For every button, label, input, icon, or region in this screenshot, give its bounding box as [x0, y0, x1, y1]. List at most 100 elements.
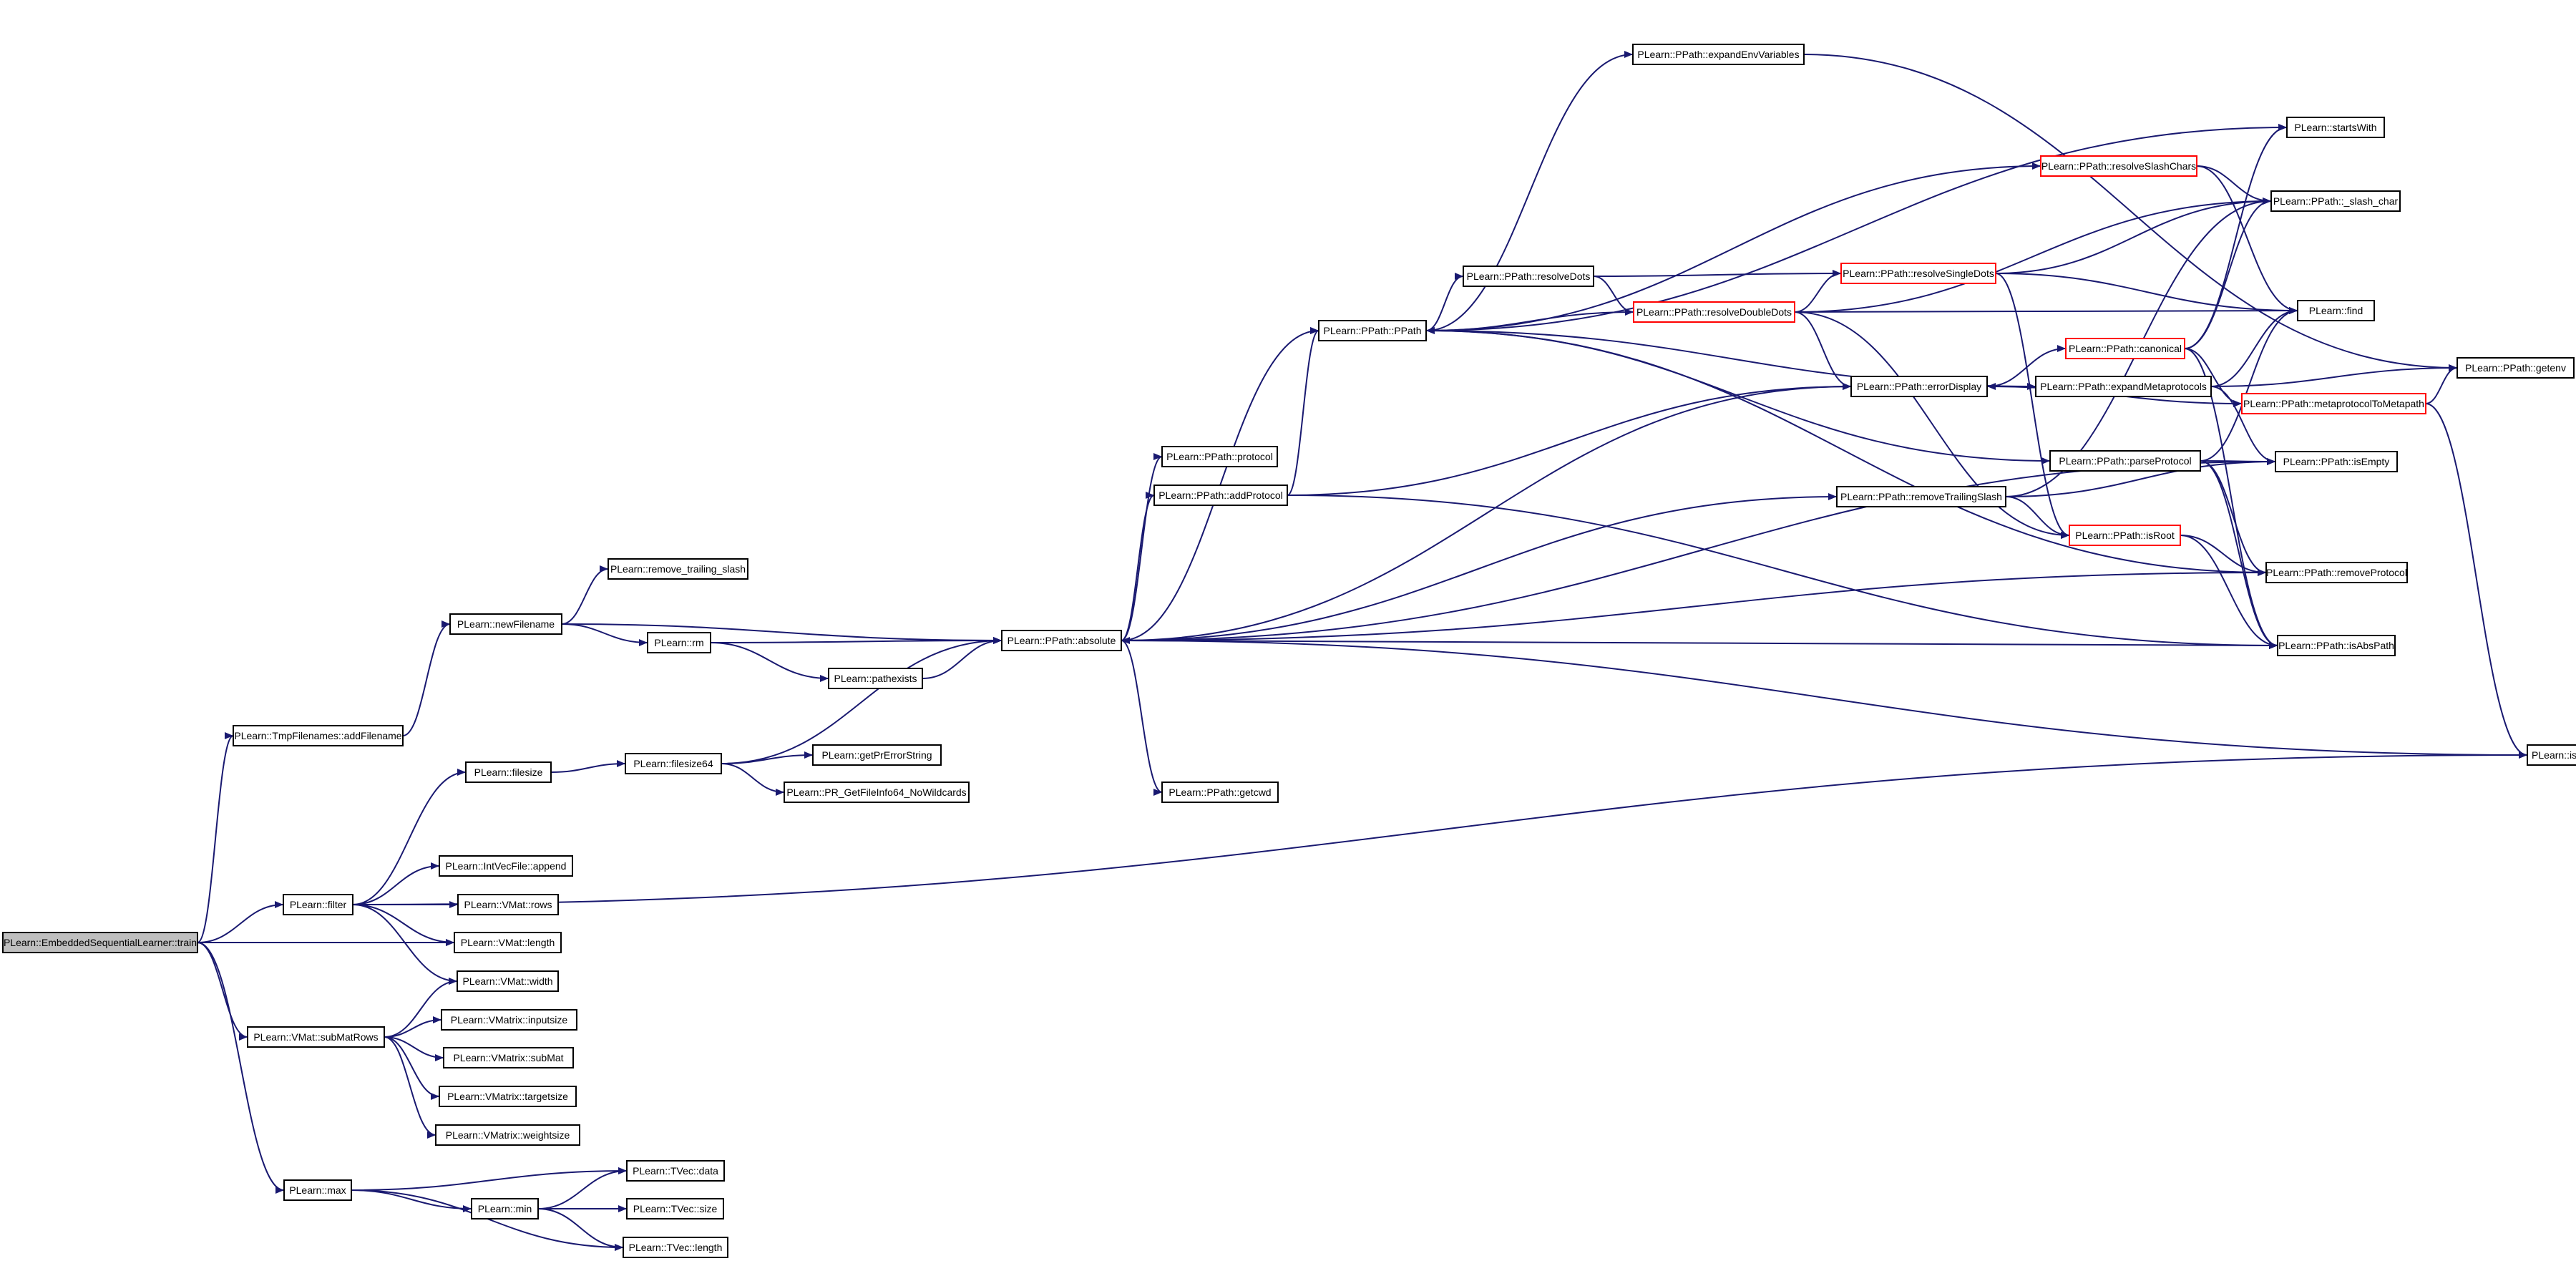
node-label: PLearn::VMatrix::inputsize: [451, 1014, 568, 1026]
node-slash_char[interactable]: PLearn::PPath::_slash_char: [2270, 190, 2401, 212]
node-inputsize[interactable]: PLearn::VMatrix::inputsize: [441, 1009, 577, 1031]
arrowhead: [804, 751, 813, 759]
node-isfile[interactable]: PLearn::isfile: [2527, 744, 2576, 766]
node-box: [2277, 635, 2396, 656]
node-newFilename[interactable]: PLearn::newFilename: [449, 613, 562, 635]
node-absolute[interactable]: PLearn::PPath::absolute: [1001, 630, 1122, 651]
node-resolveSlashChars[interactable]: PLearn::PPath::resolveSlashChars: [2040, 155, 2197, 177]
node-label: PLearn::PPath::expandMetaprotocols: [2040, 381, 2207, 392]
node-box: [2275, 451, 2398, 472]
node-isRoot[interactable]: PLearn::PPath::isRoot: [2069, 525, 2181, 546]
arrowhead: [2278, 124, 2287, 131]
node-removeTrailingSlash[interactable]: PLearn::PPath::removeTrailingSlash: [1836, 486, 2006, 507]
node-vmlength[interactable]: PLearn::VMat::length: [454, 932, 562, 953]
call-edge: [710, 640, 1002, 643]
node-getPrErrorString[interactable]: PLearn::getPrErrorString: [812, 744, 942, 766]
node-box: [1161, 782, 1279, 803]
node-label: PLearn::remove_trailing_slash: [610, 563, 746, 575]
node-isEmpty[interactable]: PLearn::PPath::isEmpty: [2275, 451, 2398, 472]
node-pathexists[interactable]: PLearn::pathexists: [828, 668, 923, 689]
node-expandEnvVariables[interactable]: PLearn::PPath::expandEnvVariables: [1632, 44, 1805, 65]
node-filter[interactable]: PLearn::filter: [283, 894, 353, 915]
node-label: PLearn::filter: [290, 899, 347, 910]
node-label: PLearn::IntVecFile::append: [446, 860, 567, 872]
node-addFilename[interactable]: PLearn::TmpFilenames::addFilename: [233, 725, 404, 746]
node-PR_GetFileInfo64[interactable]: PLearn::PR_GetFileInfo64_NoWildcards: [784, 782, 970, 803]
node-box: [623, 1237, 728, 1258]
arrowhead: [1310, 327, 1319, 334]
node-vmwidth[interactable]: PLearn::VMat::width: [457, 970, 559, 992]
node-label: PLearn::PPath::resolveDoubleDots: [1636, 306, 1792, 318]
node-label: PLearn::PPath::absolute: [1008, 635, 1116, 646]
node-resolveSingleDots[interactable]: PLearn::PPath::resolveSingleDots: [1840, 263, 1996, 284]
call-edge: [1121, 572, 2267, 641]
node-label: PLearn::VMatrix::targetsize: [447, 1091, 568, 1102]
node-box: [449, 613, 562, 635]
node-PPath[interactable]: PLearn::PPath::PPath: [1318, 320, 1427, 341]
call-edge: [1794, 273, 1842, 313]
node-startsWith[interactable]: PLearn::startsWith: [2286, 117, 2385, 138]
arrowhead: [446, 939, 454, 946]
node-isAbsPath[interactable]: PLearn::PPath::isAbsPath: [2277, 635, 2396, 656]
node-tvsize[interactable]: PLearn::TVec::size: [626, 1198, 724, 1219]
node-getcwd[interactable]: PLearn::PPath::getcwd: [1161, 782, 1279, 803]
call-edge: [1287, 386, 1852, 496]
node-resolveDoubleDots[interactable]: PLearn::PPath::resolveDoubleDots: [1633, 301, 1795, 323]
node-subMatRows[interactable]: PLearn::VMat::subMatRows: [247, 1026, 385, 1048]
call-edge: [1425, 127, 2288, 331]
node-label: PLearn::VMat::rows: [464, 899, 552, 910]
call-edge: [2196, 165, 2298, 311]
node-parseProtocol[interactable]: PLearn::PPath::parseProtocol: [2049, 450, 2201, 472]
node-max[interactable]: PLearn::max: [283, 1179, 352, 1201]
node-removeProtocol[interactable]: PLearn::PPath::removeProtocol: [2265, 562, 2408, 583]
node-canonical[interactable]: PLearn::PPath::canonical: [2065, 338, 2185, 359]
arrowhead: [433, 1016, 441, 1023]
node-weightsize[interactable]: PLearn::VMatrix::weightsize: [435, 1124, 580, 1146]
arrowhead: [239, 1033, 248, 1041]
node-rows[interactable]: PLearn::VMat::rows: [457, 894, 559, 915]
node-expandMetaprotocols[interactable]: PLearn::PPath::expandMetaprotocols: [2035, 376, 2212, 397]
node-addProtocol[interactable]: PLearn::PPath::addProtocol: [1153, 485, 1288, 506]
call-edge: [922, 640, 1002, 679]
node-find[interactable]: PLearn::find: [2297, 300, 2375, 321]
node-filesize[interactable]: PLearn::filesize: [465, 761, 552, 783]
node-rm[interactable]: PLearn::rm: [647, 632, 711, 653]
node-label: PLearn::VMatrix::weightsize: [446, 1129, 570, 1141]
node-box: [439, 855, 573, 877]
call-edge: [352, 904, 455, 943]
node-remove_trailing_slash[interactable]: PLearn::remove_trailing_slash: [608, 558, 748, 580]
node-box: [626, 1160, 725, 1182]
node-protocol[interactable]: PLearn::PPath::protocol: [1161, 446, 1278, 467]
node-tvdata[interactable]: PLearn::TVec::data: [626, 1160, 725, 1182]
call-edge: [1121, 456, 1163, 641]
call-edge: [1986, 348, 2067, 387]
node-box: [441, 1009, 577, 1031]
call-edge: [1794, 310, 2298, 313]
call-edge: [1121, 496, 1838, 641]
node-label: PLearn::PR_GetFileInfo64_NoWildcards: [786, 787, 966, 798]
node-box: [2035, 376, 2212, 397]
node-train[interactable]: PLearn::EmbeddedSequentialLearner::train: [2, 932, 198, 953]
arrowhead: [1153, 453, 1162, 460]
node-errorDisplay[interactable]: PLearn::PPath::errorDisplay: [1850, 376, 1988, 397]
node-getenv[interactable]: PLearn::PPath::getenv: [2457, 357, 2575, 379]
call-edge: [1287, 330, 1319, 496]
call-edge: [384, 980, 458, 1038]
node-subMat[interactable]: PLearn::VMatrix::subMat: [443, 1047, 574, 1068]
node-targetsize[interactable]: PLearn::VMatrix::targetsize: [439, 1086, 577, 1107]
node-resolveDots[interactable]: PLearn::PPath::resolveDots: [1463, 266, 1594, 287]
node-metaprotocolToMetapath[interactable]: PLearn::PPath::metaprotocolToMetapath: [2241, 393, 2426, 414]
node-label: PLearn::isfile: [2532, 749, 2576, 761]
call-edge: [2196, 165, 2272, 202]
call-edge: [1121, 386, 1852, 641]
call-edge: [1121, 640, 2278, 646]
arrowhead: [820, 675, 829, 682]
node-append[interactable]: PLearn::IntVecFile::append: [439, 855, 573, 877]
node-min[interactable]: PLearn::min: [471, 1198, 539, 1219]
node-filesize64[interactable]: PLearn::filesize64: [625, 753, 722, 774]
node-tvlength[interactable]: PLearn::TVec::length: [623, 1237, 728, 1258]
call-edge: [1425, 276, 1464, 331]
arrowhead: [2041, 457, 2050, 464]
node-box: [2049, 450, 2201, 472]
